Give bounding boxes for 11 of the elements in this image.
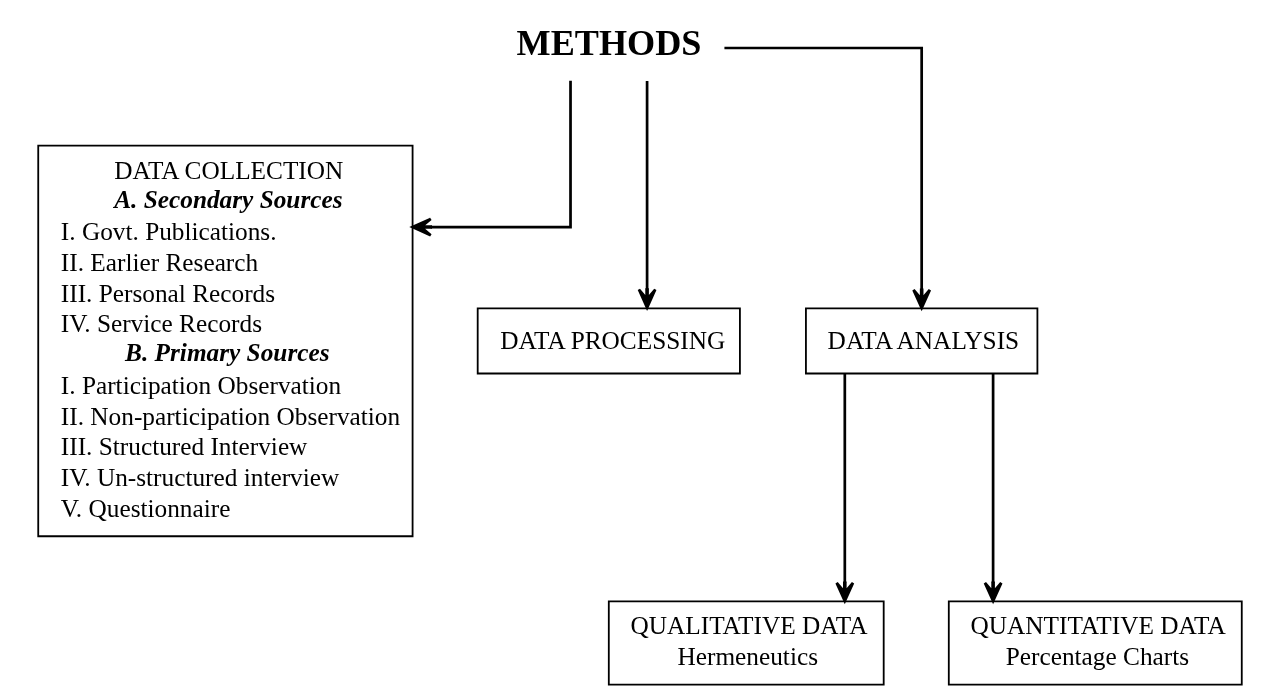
- arrow: [983, 373, 1003, 603]
- arrow: [724, 46, 932, 310]
- arrow: [835, 373, 855, 603]
- node-text: METHODS: [516, 23, 702, 64]
- arrow: [411, 80, 572, 237]
- node-box: DATA ANALYSIS: [805, 307, 1039, 375]
- arrow: [637, 81, 657, 309]
- node-box: QUALITATIVE DATA Hermeneutics: [607, 600, 885, 686]
- node-box: DATA COLLECTION A. Secondary Sources I. Govt. Publications. II. Earlier Research III. Personal Records IV. Service Records B. Primary Sources I. Participation Observation II. Non-participation Observation III. Structured Interview IV. Un-structured interview V. Questionnaire: [37, 144, 414, 538]
- node-box: QUANTITATIVE DATA Percentage Charts: [947, 600, 1243, 686]
- node-box: DATA PROCESSING: [476, 307, 741, 375]
